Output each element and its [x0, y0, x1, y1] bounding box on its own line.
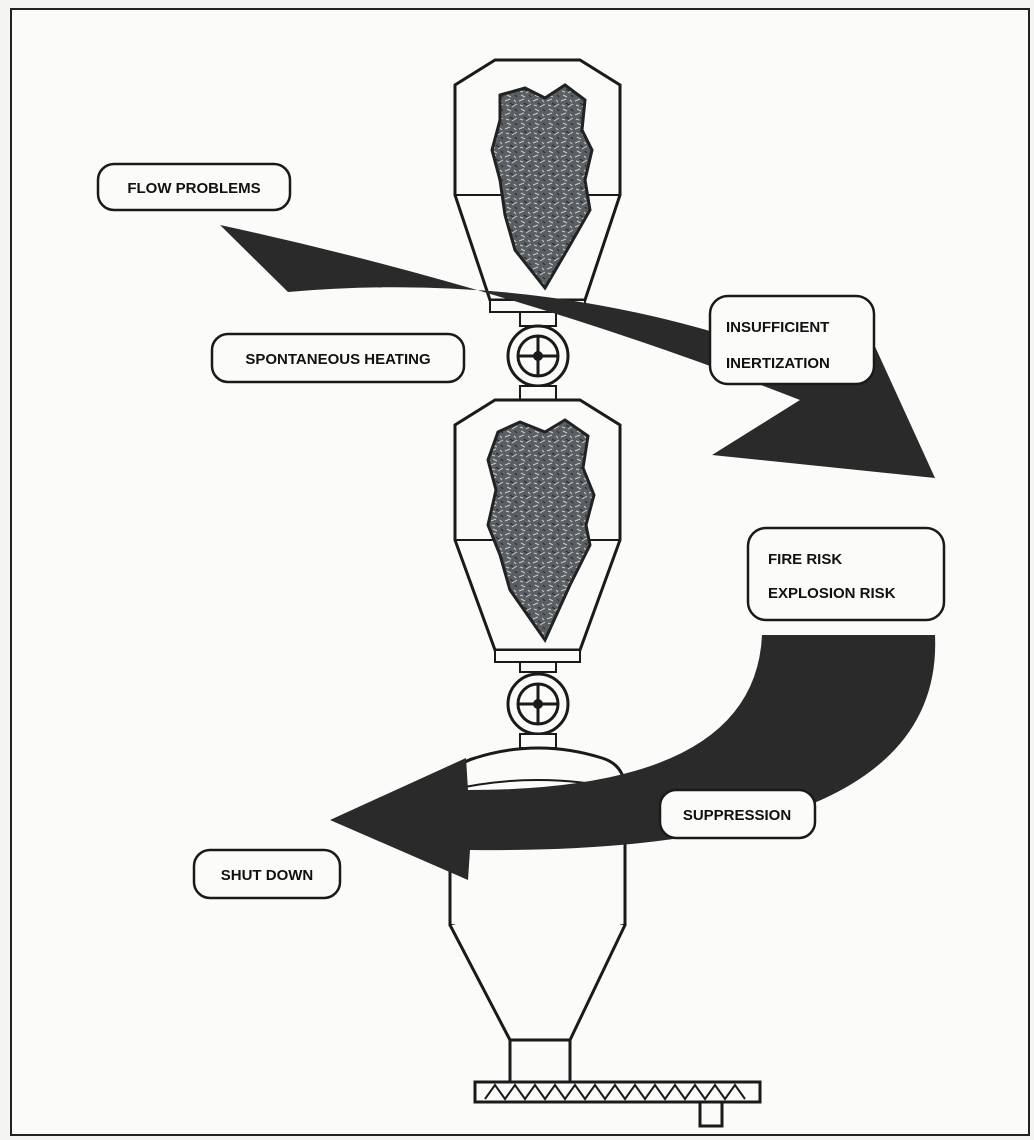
label-flow-problems: FLOW PROBLEMS: [98, 164, 290, 210]
top-silo: [455, 60, 620, 312]
lower-risk-arrow: [330, 635, 935, 880]
label-spontaneous-heating: SPONTANEOUS HEATING: [212, 334, 464, 382]
svg-text:INSUFFICIENT: INSUFFICIENT: [726, 319, 829, 336]
screw-conveyor: [475, 1082, 760, 1126]
lower-rotary-valve: [508, 662, 568, 748]
svg-text:FIRE RISK: FIRE RISK: [768, 551, 842, 568]
label-shut-down: SHUT DOWN: [194, 850, 340, 898]
top-rotary-valve: [508, 312, 568, 400]
label-insufficient-inertization: INSUFFICIENT INERTIZATION: [710, 296, 874, 384]
svg-text:SPONTANEOUS HEATING: SPONTANEOUS HEATING: [245, 351, 430, 368]
label-fire-explosion-risk: FIRE RISK EXPLOSION RISK: [748, 528, 944, 620]
label-suppression: SUPPRESSION: [660, 790, 815, 838]
svg-text:SUPPRESSION: SUPPRESSION: [683, 807, 791, 824]
svg-text:EXPLOSION RISK: EXPLOSION RISK: [768, 585, 896, 602]
svg-text:INERTIZATION: INERTIZATION: [726, 355, 830, 372]
middle-silo: [455, 400, 620, 662]
svg-text:FLOW PROBLEMS: FLOW PROBLEMS: [127, 180, 260, 197]
svg-text:SHUT DOWN: SHUT DOWN: [221, 867, 314, 884]
